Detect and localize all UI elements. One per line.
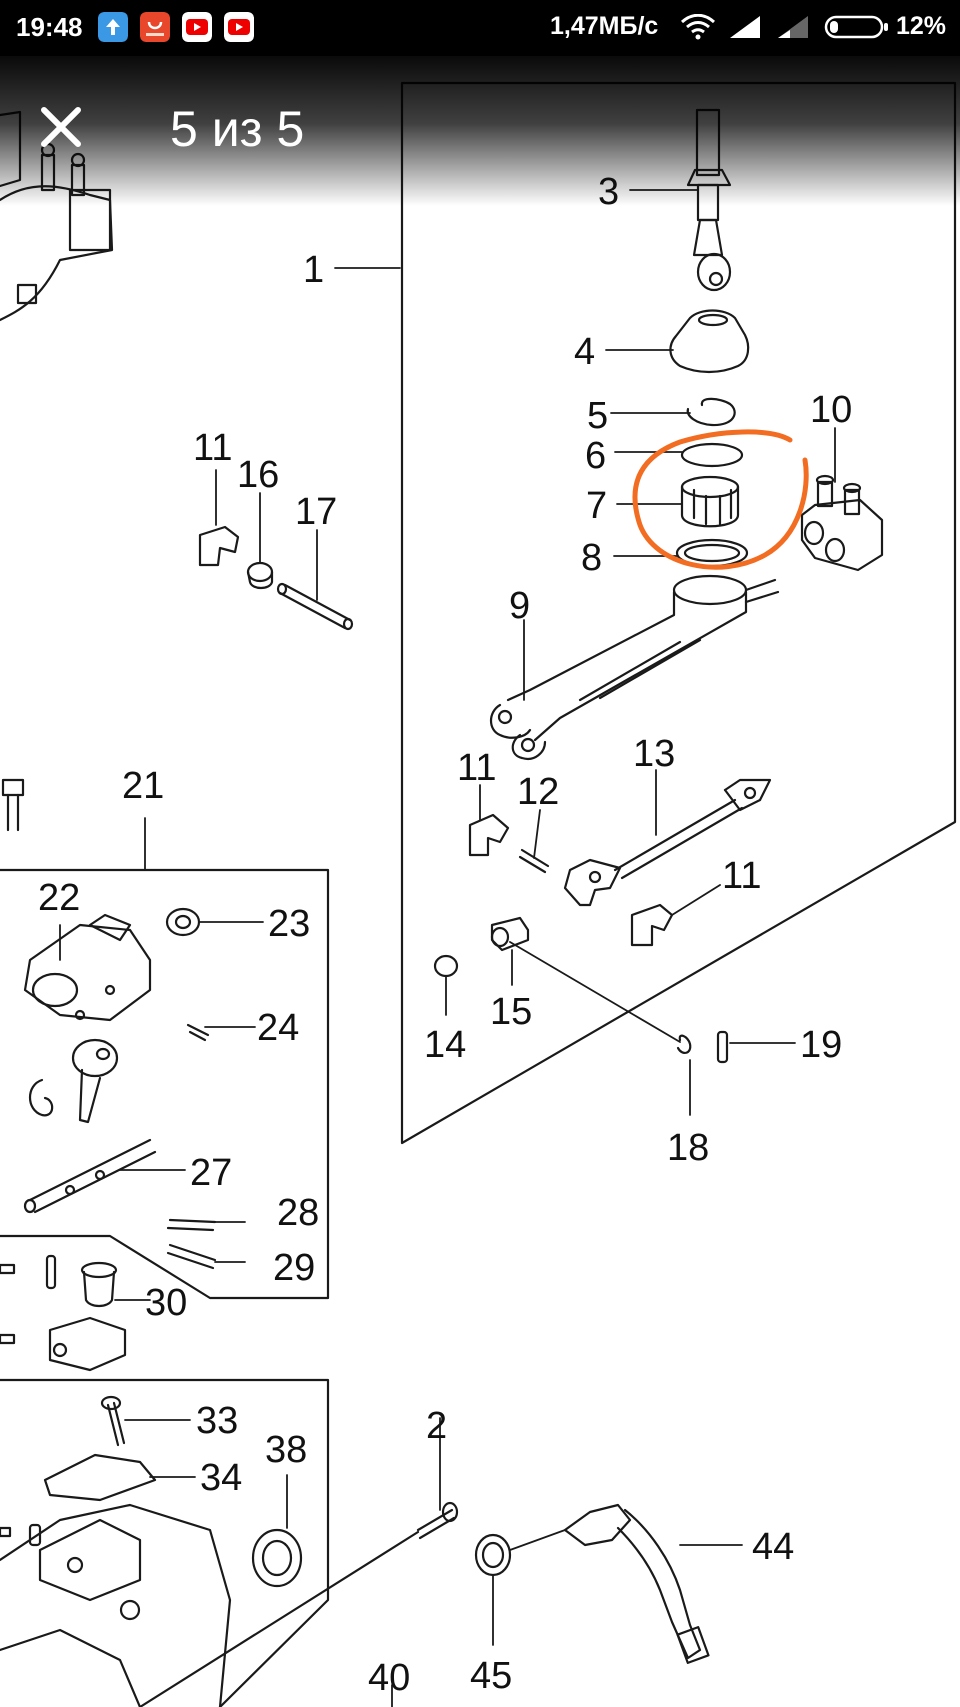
part-5-circlip xyxy=(686,397,736,427)
part-13-rod xyxy=(563,778,772,907)
label-5: 5 xyxy=(587,395,608,437)
label-40: 40 xyxy=(368,1657,410,1699)
part-14-cap xyxy=(433,954,459,978)
part-16-bushing xyxy=(246,561,274,590)
part-block xyxy=(48,1316,127,1372)
label-10: 10 xyxy=(810,389,852,431)
label-45: 45 xyxy=(470,1655,512,1697)
label-19: 19 xyxy=(800,1024,842,1066)
part-38-seal xyxy=(251,1528,303,1588)
label-17: 17 xyxy=(295,491,337,533)
label-11-a: 11 xyxy=(193,427,232,469)
upload-icon xyxy=(98,12,128,42)
part-27-shaft xyxy=(23,1138,157,1214)
part-23-washer xyxy=(165,907,201,937)
label-34: 34 xyxy=(200,1457,242,1499)
label-28: 28 xyxy=(277,1192,319,1234)
signal-icon xyxy=(730,16,760,38)
youtube-icon xyxy=(224,12,254,42)
part-2-bolt xyxy=(416,1508,456,1540)
frame-21 xyxy=(0,868,330,1300)
label-21: 21 xyxy=(122,765,164,807)
part-28-pin xyxy=(166,1218,217,1232)
viewer-toolbar: 5 из 5 xyxy=(0,56,960,206)
label-33: 33 xyxy=(196,1400,238,1442)
part-12-pin xyxy=(518,848,550,874)
leader-lines xyxy=(59,189,836,1707)
frame-1 xyxy=(400,81,957,1145)
part-30-bush xyxy=(80,1261,118,1308)
network-speed: 1,47МБ/с xyxy=(550,12,659,40)
label-13: 13 xyxy=(633,733,675,775)
status-bar: 19:48 1,47МБ/с 12% xyxy=(0,0,960,56)
label-2: 2 xyxy=(426,1405,447,1447)
label-16: 16 xyxy=(237,454,279,496)
label-44: 44 xyxy=(752,1526,794,1568)
signal-icon xyxy=(778,16,808,38)
label-6: 6 xyxy=(585,435,606,477)
part-33-bolt xyxy=(106,1401,126,1447)
part-22-housing xyxy=(23,913,152,1022)
wifi-icon xyxy=(680,14,716,40)
part-18-ring xyxy=(676,1034,692,1054)
part-labels: 1 3 4 5 6 7 8 9 10 11 16 17 11 12 13 11 … xyxy=(38,171,852,1699)
label-11-c: 11 xyxy=(722,855,761,897)
aliexpress-icon xyxy=(140,12,170,42)
leader-2-long xyxy=(138,1530,420,1707)
part-25-lever xyxy=(28,1038,119,1124)
part-24-bolt xyxy=(186,1023,210,1042)
close-icon[interactable] xyxy=(36,102,86,152)
part-17-pin xyxy=(276,582,354,631)
part-45-washer xyxy=(474,1533,512,1577)
part-6-ring xyxy=(680,442,744,468)
label-29: 29 xyxy=(273,1247,315,1289)
label-9: 9 xyxy=(509,585,530,627)
battery-percent: 12% xyxy=(896,12,947,40)
label-12: 12 xyxy=(517,771,559,813)
part-29-pin xyxy=(166,1243,217,1270)
highlight-circle xyxy=(632,429,809,570)
part-11-clip-b xyxy=(468,813,510,857)
label-4: 4 xyxy=(574,331,595,373)
part-7-bushing xyxy=(680,475,740,528)
label-30: 30 xyxy=(145,1282,187,1324)
image-counter: 5 из 5 xyxy=(170,101,305,157)
label-18: 18 xyxy=(667,1127,709,1169)
label-8: 8 xyxy=(581,537,602,579)
part-11-clip-a xyxy=(198,525,240,567)
part-44-sensor xyxy=(563,1503,710,1664)
youtube-icon xyxy=(182,12,212,42)
part-pin-small xyxy=(45,1254,57,1290)
part-34-cover xyxy=(43,1453,157,1502)
label-23: 23 xyxy=(268,903,310,945)
part-10-block xyxy=(800,474,884,572)
label-27: 27 xyxy=(190,1152,232,1194)
part-9-lever xyxy=(489,574,780,760)
part-11-clip-c xyxy=(630,903,674,947)
label-14: 14 xyxy=(424,1024,466,1066)
label-1: 1 xyxy=(303,249,324,291)
part-15-sleeve xyxy=(490,916,530,952)
part-4-boot xyxy=(669,309,750,374)
part-19-pin xyxy=(716,1030,729,1064)
frame-lower xyxy=(0,1378,330,1707)
battery-icon xyxy=(824,15,888,39)
status-time: 19:48 xyxy=(16,12,83,42)
label-11-b: 11 xyxy=(457,747,496,789)
label-24: 24 xyxy=(257,1007,299,1049)
label-22: 22 xyxy=(38,877,80,919)
label-15: 15 xyxy=(490,991,532,1033)
part-small-bolt xyxy=(1,778,25,832)
part-case xyxy=(0,1503,232,1707)
label-7: 7 xyxy=(586,485,607,527)
label-38: 38 xyxy=(265,1429,307,1471)
